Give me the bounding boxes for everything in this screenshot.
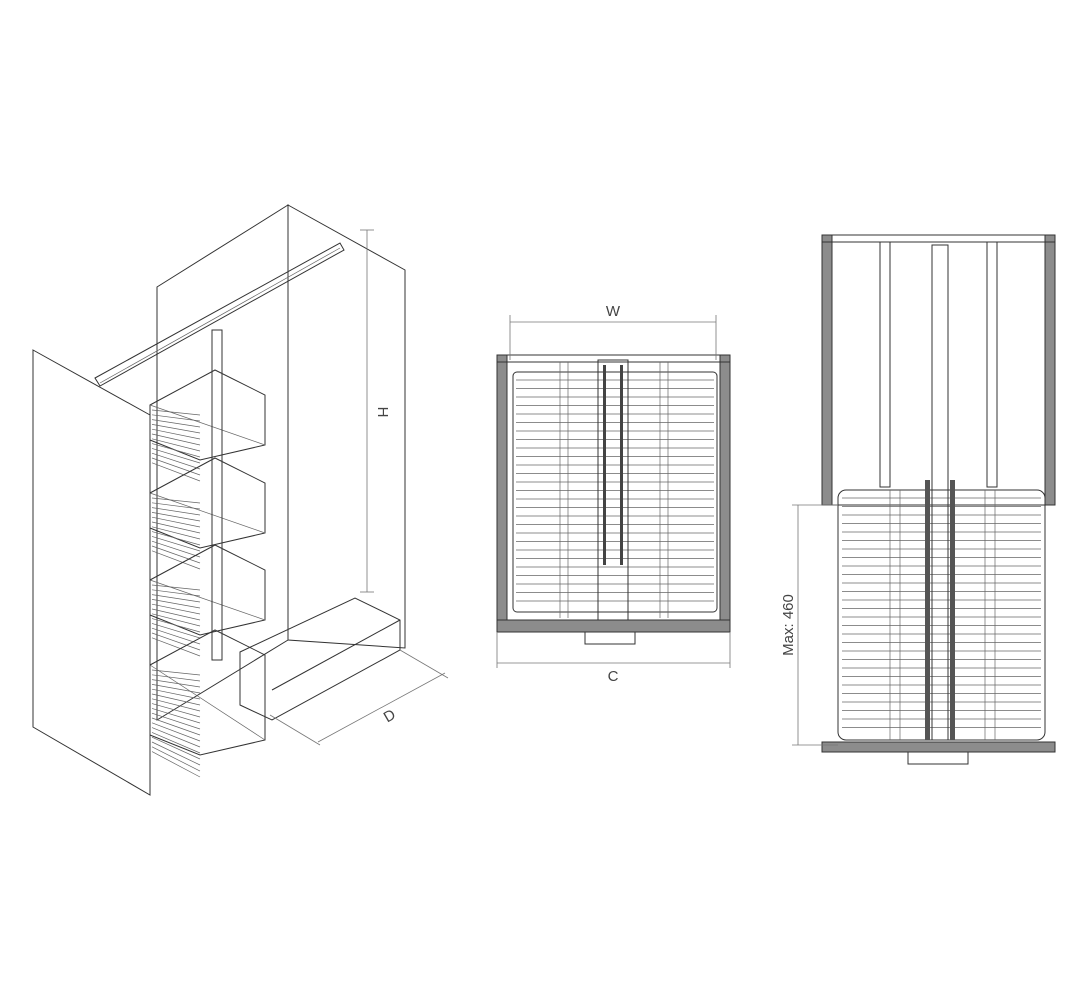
right-side-panel bbox=[287, 204, 406, 649]
wire bbox=[151, 545, 201, 564]
wire bbox=[151, 462, 201, 482]
extended-basket bbox=[837, 489, 1046, 741]
wire bbox=[151, 433, 201, 446]
wire bbox=[151, 751, 201, 778]
wire bbox=[151, 594, 201, 603]
wire bbox=[151, 599, 201, 609]
wire bbox=[151, 448, 201, 464]
baskets bbox=[149, 369, 266, 778]
wire bbox=[151, 536, 201, 552]
wire bbox=[149, 492, 266, 534]
wire bbox=[149, 404, 266, 446]
wire bbox=[151, 708, 201, 724]
wire bbox=[151, 457, 201, 476]
wire bbox=[151, 732, 201, 754]
wire bbox=[151, 584, 201, 591]
wire bbox=[151, 712, 201, 730]
basket bbox=[149, 544, 266, 636]
basket bbox=[149, 369, 266, 461]
wire bbox=[151, 531, 201, 546]
isometric-view: H D bbox=[32, 204, 449, 796]
wire bbox=[151, 627, 201, 645]
max-extension-label: Max: 460 bbox=[780, 594, 797, 656]
top-slide-rail bbox=[94, 242, 345, 387]
wire bbox=[151, 512, 201, 522]
wire bbox=[151, 632, 201, 651]
wire bbox=[151, 741, 201, 766]
wire bbox=[151, 688, 201, 700]
left-side-panel bbox=[32, 349, 151, 796]
wire bbox=[151, 526, 201, 540]
wire bbox=[151, 746, 201, 772]
wire bbox=[151, 550, 201, 570]
wire bbox=[151, 613, 201, 627]
wire bbox=[151, 507, 201, 516]
basket bbox=[512, 371, 718, 613]
right-wall bbox=[719, 354, 731, 633]
wire bbox=[151, 497, 201, 504]
wire bbox=[149, 579, 266, 621]
wire bbox=[151, 424, 201, 434]
wire bbox=[151, 698, 201, 712]
wire bbox=[151, 618, 201, 633]
cabinet-label: C bbox=[608, 668, 619, 685]
wire bbox=[151, 603, 201, 615]
depth-label: D bbox=[381, 706, 399, 726]
side-view-extended: Max: 460 bbox=[780, 234, 1056, 765]
wire bbox=[151, 452, 201, 470]
wire bbox=[151, 717, 201, 736]
wire bbox=[151, 669, 201, 676]
wire bbox=[151, 679, 201, 688]
front-panel bbox=[496, 619, 731, 633]
wire bbox=[151, 540, 201, 558]
wire bbox=[151, 693, 201, 706]
wire bbox=[151, 428, 201, 440]
basket bbox=[149, 457, 266, 549]
wire bbox=[151, 419, 201, 428]
wire bbox=[151, 722, 201, 742]
wire bbox=[151, 623, 201, 639]
top-view: W C bbox=[496, 303, 731, 685]
wire bbox=[151, 608, 201, 621]
wire bbox=[151, 516, 201, 528]
wire bbox=[151, 727, 201, 748]
wire bbox=[151, 521, 201, 534]
wire bbox=[151, 409, 201, 416]
center-post bbox=[211, 329, 223, 661]
center-rail bbox=[597, 359, 629, 621]
height-label: H bbox=[374, 407, 391, 418]
wire bbox=[151, 438, 201, 452]
vertical-post bbox=[931, 244, 949, 741]
wire bbox=[151, 443, 201, 458]
wire bbox=[151, 637, 201, 657]
bottom-plate bbox=[821, 741, 1056, 753]
wire bbox=[151, 736, 201, 760]
handle bbox=[584, 631, 636, 645]
left-wall bbox=[496, 354, 508, 633]
wire bbox=[151, 703, 201, 718]
wire bbox=[149, 664, 266, 741]
wire bbox=[151, 684, 201, 694]
bottom-tray bbox=[239, 597, 401, 721]
wire bbox=[151, 674, 201, 682]
width-label: W bbox=[606, 303, 621, 320]
